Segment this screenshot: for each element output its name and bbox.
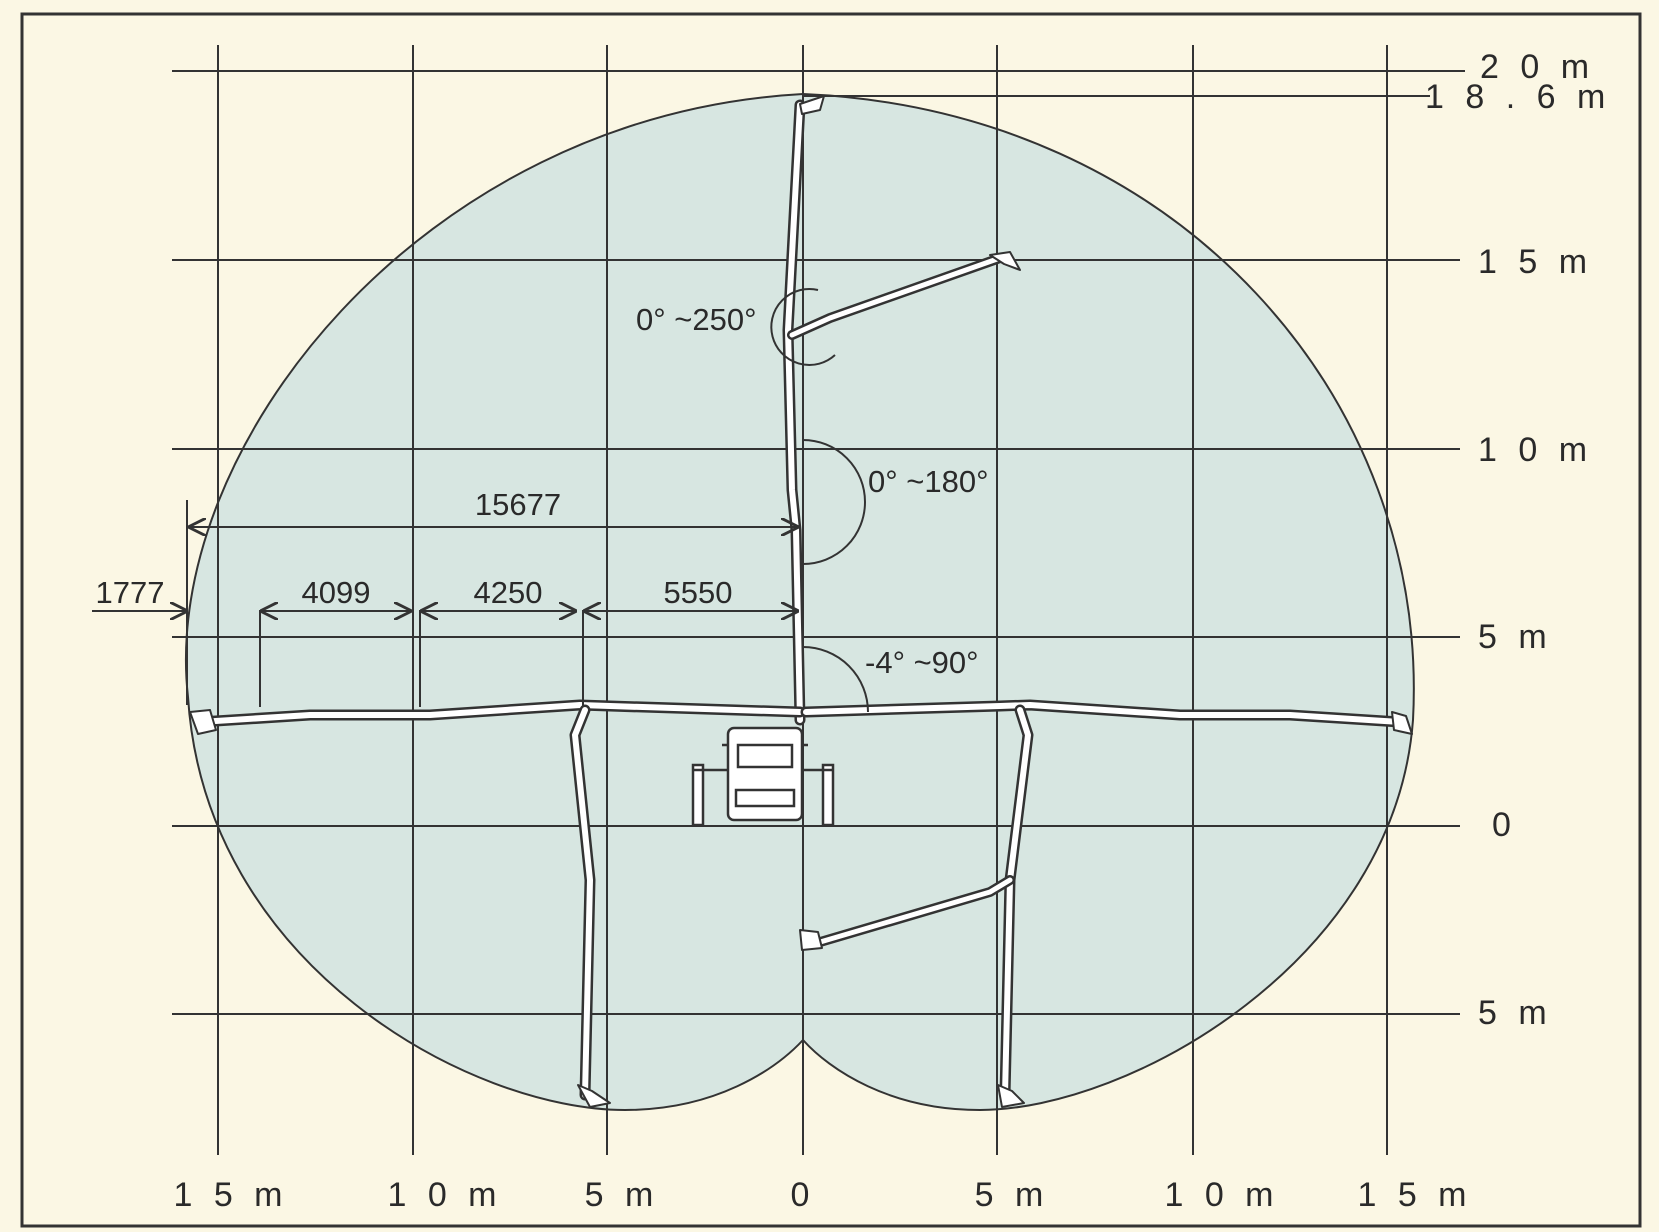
dim-total-reach-label: 15677 — [475, 487, 561, 522]
x-axis-label-neg5: 5 m — [585, 1176, 660, 1214]
angle-label-boom3: 0° ~250° — [636, 302, 756, 337]
dim-4250-label: 4250 — [474, 575, 543, 610]
angle-arc-boom3 — [770, 288, 836, 366]
y-axis-label-neg5: 5 m — [1478, 994, 1553, 1032]
x-axis-label-0: 0 — [791, 1176, 816, 1214]
dim-5550-label: 5550 — [664, 575, 733, 610]
dim-1777-label: 1777 — [96, 575, 165, 610]
truck-outrigger-left — [691, 763, 705, 827]
angle-arcs — [770, 288, 869, 713]
vertical-grid-lines — [217, 45, 1388, 1155]
boom-horizontal-right — [800, 699, 1413, 735]
boom-vertical — [782, 95, 825, 726]
boom-fold-under — [799, 875, 1015, 951]
x-axis-label-neg15: 1 5 m — [173, 1176, 288, 1214]
angle-label-boom2: 0° ~180° — [868, 464, 988, 499]
truck — [691, 726, 835, 827]
angle-arc-boom1 — [802, 646, 869, 713]
dimension-lines — [92, 500, 797, 707]
y-axis-label-20: 2 0 m — [1480, 48, 1595, 86]
y-axis-label-15: 1 5 m — [1478, 243, 1593, 281]
boom-downward-left — [569, 704, 611, 1108]
y-axis-label-0: 0 — [1492, 806, 1517, 844]
y-axis-label-5: 5 m — [1478, 618, 1553, 656]
dim-4099-label: 4099 — [302, 575, 371, 610]
horizontal-grid-lines — [172, 70, 1465, 1015]
x-axis-label-5: 5 m — [975, 1176, 1050, 1214]
x-axis-label-neg10: 1 0 m — [387, 1176, 502, 1214]
y-axis-label-18-6: 1 8 . 6 m — [1425, 78, 1611, 116]
angle-label-boom1: -4° ~90° — [865, 645, 979, 680]
angle-arc-boom2 — [802, 439, 866, 565]
x-axis-label-15: 1 5 m — [1357, 1176, 1472, 1214]
boom-fold-15m — [787, 251, 1021, 340]
y-axis-label-10: 1 0 m — [1478, 431, 1593, 469]
truck-outrigger-right — [821, 763, 835, 827]
boom-downward-right — [997, 704, 1034, 1108]
boom-drawings — [189, 95, 1413, 1108]
boom-horizontal-left — [189, 699, 806, 735]
x-axis-label-10: 1 0 m — [1164, 1176, 1279, 1214]
